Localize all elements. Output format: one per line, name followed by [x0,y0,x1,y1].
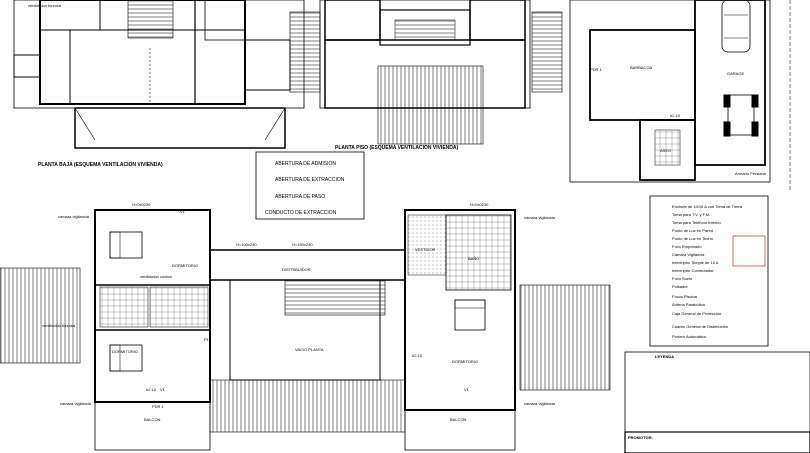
label-pdr-2: PDR 1 [590,67,602,72]
label-v1-2: V1 [160,387,165,392]
elec-legend-item-1: Toma para T.V. y F.M. [672,212,711,217]
label-p1: P1 [204,337,209,342]
elec-legend-item-10: Pulsador [672,284,688,289]
label-camara-vigilancia-2: camara vigilancia [524,215,555,220]
elec-legend-item-8: Interruptor Conmutador [672,268,714,273]
room-label-dormitorio-1: DORMITORIO [172,263,198,268]
room-label-balcon-2: BALCON [450,417,467,422]
label-camara-vigilancia-4: camara vigilancia [524,401,555,406]
electric-legend-frame [649,195,769,347]
label-ventilacion-forzosa-1: ventilacion forzosa [28,3,62,8]
room-label-aseo: ASEO [660,148,672,153]
general-legend-frame [624,351,810,453]
label-v1-3: V1 [464,387,469,392]
room-label-vestidor: VESTIDOR [415,247,436,252]
elec-legend-item-3: Punto de Luz en Pared [672,228,713,233]
room-label-distribuidor: DISTRIBUIDOR [282,267,311,272]
label-ventilacion-cocina: ventilacion cocina [140,274,172,279]
ventilation-legend-frame [255,151,365,220]
label-h210-1: h2.10 [146,387,157,392]
elec-legend-item-4: Punto de Luz en Techo [672,236,713,241]
planta-baja-title: PLANTA BAJA (ESQUEMA VENTILACION VIVIEND… [38,162,163,168]
label-pdr-1: PDR 1 [152,404,164,409]
room-label-dormitorio-3: DORMITORIO [452,359,478,364]
elec-legend-item-11: Focos Piscina [672,294,697,299]
general-legend-title: LEYENDA [655,354,675,359]
label-dim-100: H=100x230 [236,242,257,247]
elec-legend-item-12: Antena Parabólica [672,302,705,307]
label-camara-vigilancia-1: camara vigilancia [58,214,89,219]
elec-legend-item-15: Portero Automático [672,334,707,339]
vent-legend-item-conducto: CONDUCTO DE EXTRACCION [265,210,337,216]
planta-baja-plan [13,0,305,149]
elec-legend-item-14: Cuadro General de Distribución [672,324,729,329]
room-label-balcon-1: BALCON [144,417,161,422]
label-camara-vigilancia-3: camara vigilancia [60,401,91,406]
general-legend-footer: PROMOTOR: [628,435,653,440]
elec-legend-item-5: Foco Empotrado [672,244,702,249]
label-dim-top-left: H=0x0230 [132,202,151,207]
elec-legend-item-9: Foco Suelo [672,276,693,281]
vent-legend-item-extraccion: ABERTURA DE EXTRACCION [275,177,345,183]
elec-legend-item-13: Caja General de Protección [672,311,722,316]
label-dim-150: H=150x230 [292,242,313,247]
elec-legend-item-7: Interruptor Simple de 10 A [672,260,719,265]
room-label-garage: GARAGE [727,71,745,76]
planta-piso-title: PLANTA PISO (ESQUEMA VENTILACION VIVIEND… [335,145,459,151]
planta-piso-plan [289,0,563,145]
main-floor-plan [0,209,611,451]
label-h210-3: h2.10 [670,113,681,118]
room-label-barbacoa: BARBACOA [630,65,653,70]
room-label-armario-persiana: Armario Persiana [735,171,766,176]
label-dim-right: H=0x0230 [470,202,489,207]
elec-legend-item-2: Toma para Teléfono Interno [672,220,721,225]
room-label-vacio-planta: VACIO PLANTA [295,347,324,352]
garage-plan [569,0,791,190]
elec-legend-item-0: Enchufe de 10/16 A con Toma de Tierra [672,204,742,209]
room-label-dormitorio-2: DORMITORIO [112,349,138,354]
vent-legend-item-admision: ABERTURA DE ADMISION [275,161,337,167]
label-ventilacion-forzosa-2: ventilacion forzosa [42,323,76,328]
label-h210-2: h2.10 [412,353,423,358]
label-v1-1: V1 [180,209,185,214]
vent-legend-item-paso: ABERTURA DE PASO [275,194,326,200]
room-label-bano: BAÑO [468,256,480,261]
elec-legend-item-6: Cámara Vigilancia [672,252,705,257]
